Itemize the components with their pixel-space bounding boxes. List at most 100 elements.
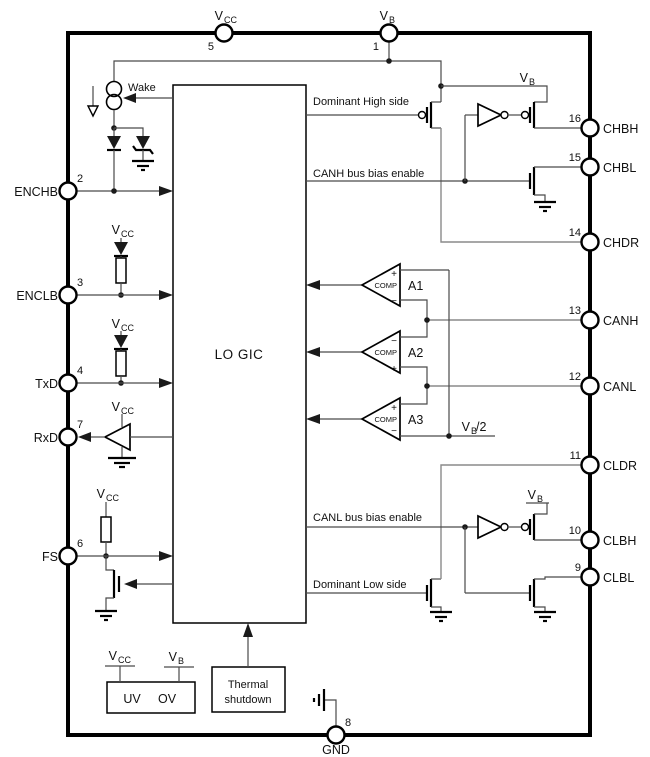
vcc-label: V [109,649,118,663]
vcc-label: V [97,487,106,501]
canl-bias-net: CANL bus bias enable [306,512,478,593]
ov-label: OV [158,692,177,706]
pin-label: TxD [35,377,58,391]
output-arrow-icon [306,414,320,424]
output-arrow-icon [78,432,91,442]
clbl-driver [465,576,581,623]
diode-icon [114,242,128,255]
txd-pullup: V CC [112,317,134,386]
vcc-label-sub: CC [121,406,134,416]
chdr-net [440,128,581,243]
dominant-high-label: Dominant High side [313,96,409,108]
vcc-label-sub: CC [121,323,134,333]
fs-nmos [95,556,173,622]
pin-number: 6 [77,538,83,550]
dominant-high-driver: Dominant High side [306,96,581,243]
pin-number: 14 [569,227,581,239]
vb-half-label: V [462,420,471,434]
pin-gnd: 8 GND [322,717,351,757]
pin-chbh: 16 CHBH [569,113,638,138]
zener-diode-icon [136,136,150,149]
diode-icon [107,136,121,149]
minus-sign: − [391,336,397,347]
comp-text: COMP [375,415,398,424]
pin-circle [580,157,600,177]
wake-current-source [86,80,123,131]
wake-arrow-icon [123,93,136,103]
output-arrow-icon [306,347,320,357]
chbh-driver [465,102,581,129]
pin-circle [214,23,234,43]
pin-fs: 6 FS [42,538,83,566]
pin-vcc: 5 V CC [208,9,238,53]
pin-number: 11 [570,450,581,462]
canl-net [424,383,581,389]
comp-text: COMP [375,281,398,290]
comp-text: COMP [375,348,398,357]
comparator-icon [360,262,401,308]
minus-sign: − [391,426,397,437]
txd-net [77,378,173,388]
pin-number: 9 [575,562,581,574]
vb-half-suffix: /2 [476,420,486,434]
pin-number: 3 [77,277,83,289]
pin-number: 1 [373,41,379,53]
vb-rail-label: V [520,71,529,85]
ground-icon [534,200,556,213]
ground-icon [534,610,556,623]
clbh-driver: V B [477,488,581,541]
pin-label: V [215,9,224,23]
pin-circle [580,310,600,330]
vb-half-net: V B /2 [400,270,495,439]
pin-label: FS [42,550,58,564]
pin-number: 16 [569,113,581,125]
logic-block: LO GIC [172,84,307,624]
dominant-low-driver: Dominant Low side [306,464,581,623]
comparator-a2: COMP A2 − + [306,320,428,386]
pin-number: 5 [208,41,214,53]
uv-label: UV [123,692,141,706]
canl-bias-label: CANL bus bias enable [313,512,422,524]
enclb-pullup: V CC [112,223,134,298]
pin-label-sub: B [389,15,395,25]
vb-label-sub: B [537,494,543,504]
resistor-icon [115,257,127,284]
pmos-gate-bubble [520,522,530,532]
pmos-gate-bubble [520,110,530,120]
vb-label: V [528,488,537,502]
input-arrow-icon [159,186,173,196]
enclb-net [77,290,173,300]
up-arrow-icon [243,623,253,637]
inverter-bubble [500,110,509,120]
comparator-icon [360,396,401,442]
cldr-net [440,464,581,579]
pin-label: CLDR [603,459,637,473]
pin-chdr: 14 CHDR [569,227,639,252]
canh-bias-label: CANH bus bias enable [313,168,424,180]
pmos-gate-bubble [417,110,427,120]
pin-label: CHDR [603,236,639,250]
pin-label: ENCLB [16,289,58,303]
pin-circle [58,285,78,305]
pin-circle [580,530,600,550]
ground-icon [312,689,326,711]
pin-label: CLBL [603,571,634,585]
vcc-label-sub: CC [106,493,119,503]
wake-signal: Wake [123,82,173,103]
plus-sign: + [391,403,397,414]
uv-ov-block: UV OV V CC V B [105,649,196,714]
pin-rxd: 7 RxD [34,419,83,447]
pin-label: V [380,9,389,23]
pin-label: CANL [603,380,636,394]
input-arrow-icon [159,551,173,561]
pin-number: 13 [569,305,581,317]
comparator-a3: COMP A3 + − [306,386,428,442]
pin-circle [580,118,600,138]
logic-label: LO GIC [215,347,264,362]
wake-diode [107,128,121,191]
pin-cldr: 11 CLDR [570,450,637,475]
pin-label-sub: CC [224,15,237,25]
dominant-low-label: Dominant Low side [313,579,407,591]
substrate-ground [312,689,337,726]
wake-zener-diode [114,127,154,172]
